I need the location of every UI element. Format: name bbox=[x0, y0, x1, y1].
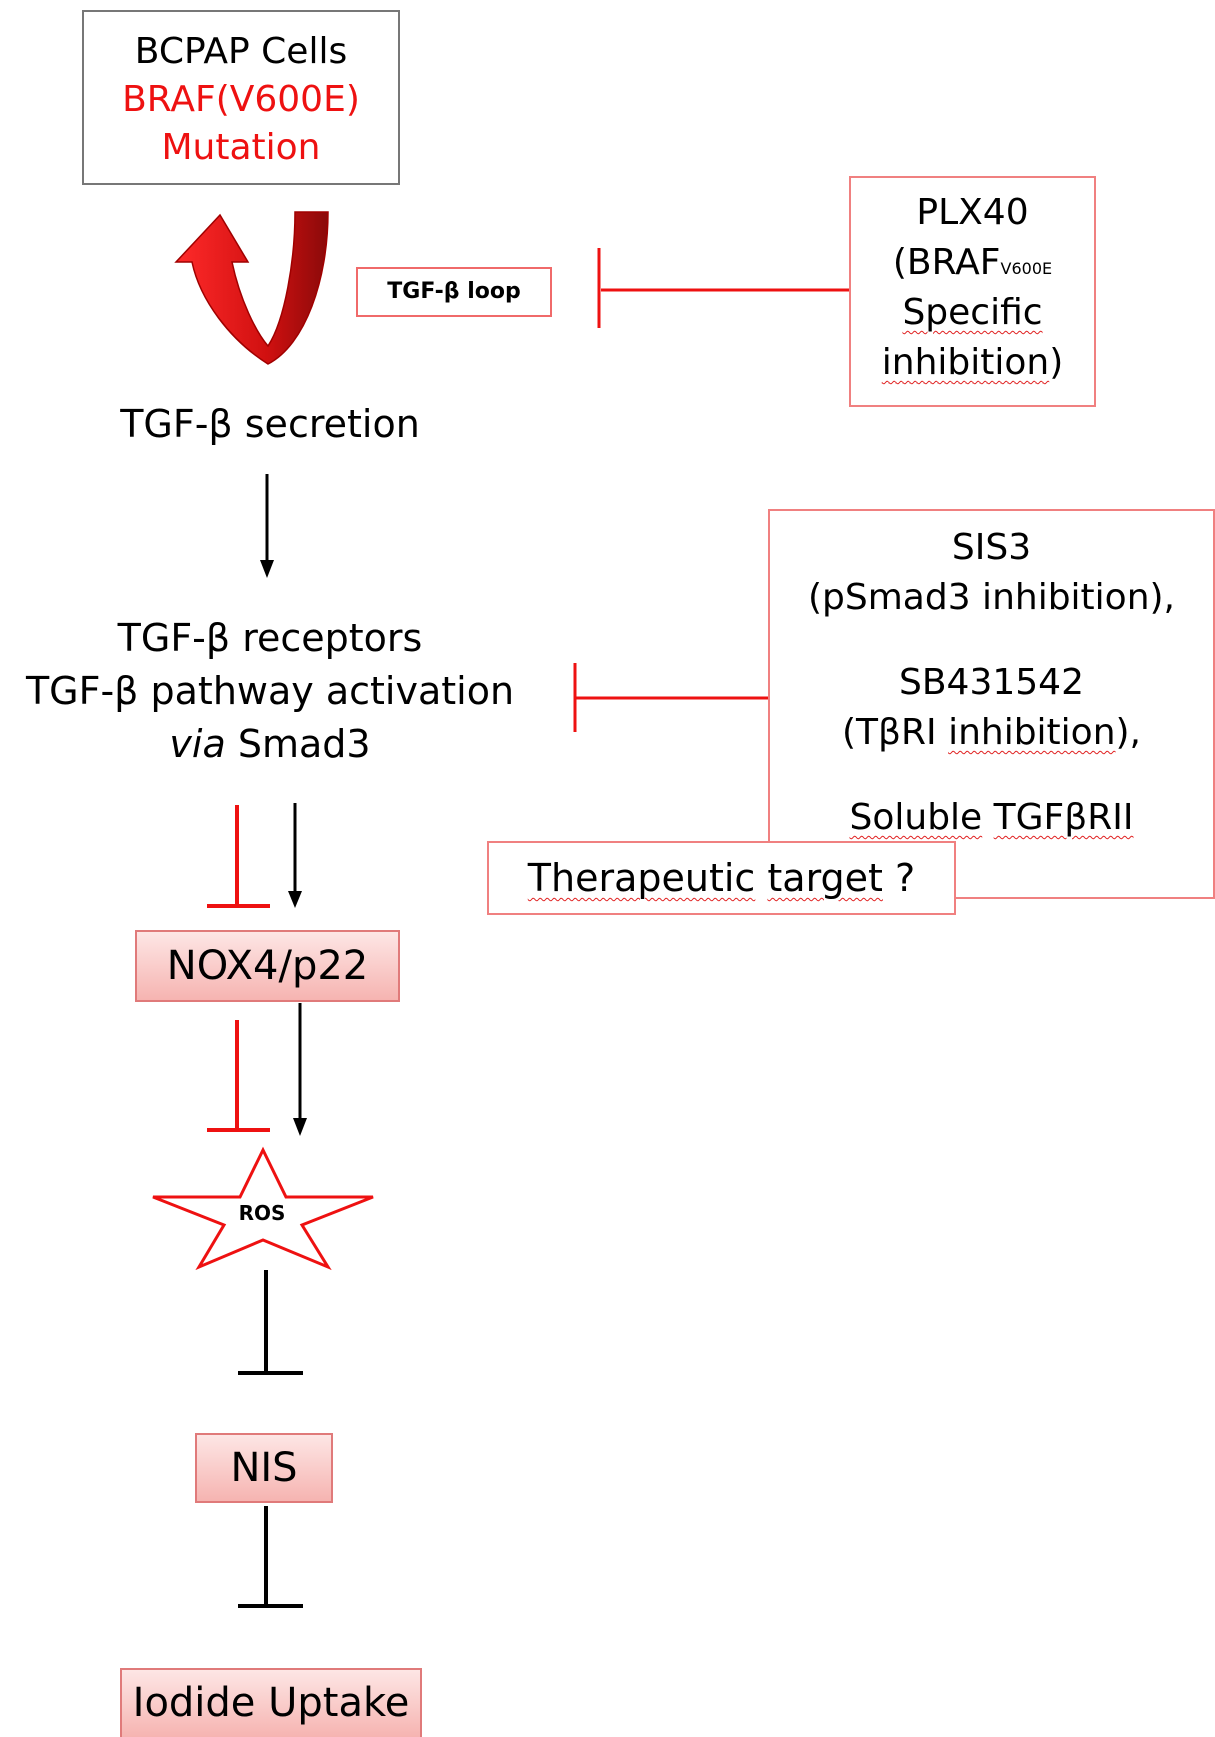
ros-inhibits-nis-connector bbox=[238, 1270, 303, 1375]
plx40-specific: Specific bbox=[902, 292, 1043, 333]
sis3-label: SIS3 bbox=[951, 527, 1032, 568]
inhibitors-inhibition-connector bbox=[573, 663, 768, 732]
loop-arrow-icon bbox=[174, 211, 329, 365]
sb431542-label: SB431542 bbox=[899, 662, 1084, 703]
sb-desc-post: ), bbox=[1115, 712, 1142, 753]
bcpap-cells-box: BCPAP Cells BRAF(V600E) Mutation bbox=[82, 10, 400, 185]
tgf-loop-box: TGF-β loop bbox=[356, 267, 552, 317]
plx40-target-sup: V600E bbox=[1000, 259, 1053, 278]
secretion-to-receptors-arrow bbox=[260, 474, 274, 578]
inhibitors-box: SIS3 (pSmad3 inhibition), SB431542 (TβRI… bbox=[768, 509, 1215, 899]
iodide-uptake-label: Iodide Uptake bbox=[132, 1680, 410, 1726]
nis-label: NIS bbox=[230, 1445, 298, 1491]
sis3-description: (pSmad3 inhibition), bbox=[807, 577, 1175, 618]
ros-label: ROS bbox=[238, 1201, 286, 1225]
sb-desc-pre: (TβRI bbox=[841, 712, 949, 753]
therapeutic-word: Therapeutic bbox=[527, 856, 756, 900]
tgf-loop-label: TGF-β loop bbox=[387, 279, 521, 304]
nox4-p22-label: NOX4/p22 bbox=[166, 943, 369, 989]
plx40-inhibition-word: inhibition bbox=[881, 342, 1050, 383]
target-question: ? bbox=[882, 856, 916, 900]
plx-inhibition-connector bbox=[597, 248, 849, 328]
plx40-box: PLX40 (BRAFV600E Specific inhibition) bbox=[849, 176, 1096, 407]
ros-star-icon bbox=[152, 1146, 374, 1271]
sb-desc-word: inhibition bbox=[948, 712, 1116, 753]
nox4-p22-box: NOX4/p22 bbox=[135, 930, 400, 1002]
plx40-label: PLX40 bbox=[916, 192, 1029, 233]
nis-inhibits-iodide-connector bbox=[238, 1506, 303, 1608]
bcpap-cells-label: BCPAP Cells bbox=[134, 31, 348, 72]
soluble-tgfbrii-label: Soluble TGFβRII bbox=[770, 793, 1213, 843]
plx40-target-main: (BRAF bbox=[892, 242, 1001, 283]
mutation-label: Mutation bbox=[161, 127, 321, 168]
tgf-secretion-label: TGF-β secretion bbox=[120, 402, 420, 446]
tgfbrii-word: TGFβRII bbox=[993, 797, 1134, 838]
soluble-word: Soluble bbox=[849, 797, 983, 838]
braf-mutation-label: BRAF(V600E) bbox=[122, 79, 360, 120]
nox-to-ros-connectors bbox=[207, 1003, 307, 1136]
target-word: target bbox=[767, 856, 883, 900]
iodide-uptake-box: Iodide Uptake bbox=[120, 1668, 422, 1737]
via-smad3-label: via Smad3 bbox=[0, 718, 540, 771]
nis-box: NIS bbox=[195, 1433, 333, 1503]
plx40-target: (BRAFV600E bbox=[851, 238, 1094, 288]
receptors-to-nox-connectors bbox=[207, 803, 302, 908]
tgf-receptors-block: TGF-β receptors TGF-β pathway activation… bbox=[0, 612, 540, 771]
plx40-inhibition-line: inhibition) bbox=[851, 338, 1094, 388]
tgf-receptors-label: TGF-β receptors bbox=[117, 616, 423, 660]
tgf-pathway-label: TGF-β pathway activation bbox=[25, 669, 515, 713]
via-italic: via bbox=[169, 722, 226, 766]
sb431542-description: (TβRI inhibition), bbox=[770, 708, 1213, 758]
smad3-text: Smad3 bbox=[225, 722, 371, 766]
plx40-inhibition-tail: ) bbox=[1049, 342, 1064, 383]
therapeutic-target-box: Therapeutic target ? bbox=[487, 841, 956, 915]
